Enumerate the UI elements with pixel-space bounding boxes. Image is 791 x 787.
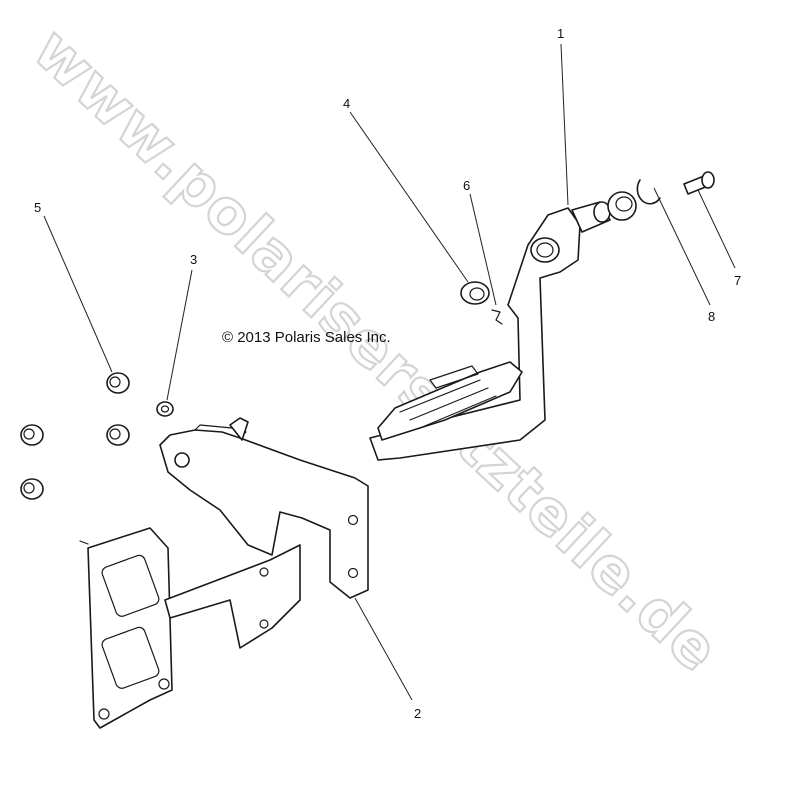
pedal-bushing (607, 191, 637, 221)
callout-3: 3 (190, 252, 197, 267)
callout-7: 7 (734, 273, 741, 288)
callout-5: 5 (34, 200, 41, 215)
part-3-clip (156, 401, 174, 417)
part-5-bushings (20, 372, 130, 500)
callouts: 1 2 3 4 5 6 7 8 (34, 26, 741, 721)
part-7-pin (683, 171, 715, 195)
part-4-bushing (460, 281, 490, 305)
callout-8: 8 (708, 309, 715, 324)
part-2-bracket (79, 417, 369, 729)
copyright-text: © 2013 Polaris Sales Inc. (222, 329, 391, 346)
part-1-pedal (369, 201, 611, 461)
callout-2: 2 (414, 706, 421, 721)
leader-lines (43, 43, 736, 701)
part-6-clip (491, 309, 503, 325)
callout-4: 4 (343, 96, 350, 111)
callout-1: 1 (557, 26, 564, 41)
callout-6: 6 (463, 178, 470, 193)
part-8-eclip (636, 179, 661, 205)
